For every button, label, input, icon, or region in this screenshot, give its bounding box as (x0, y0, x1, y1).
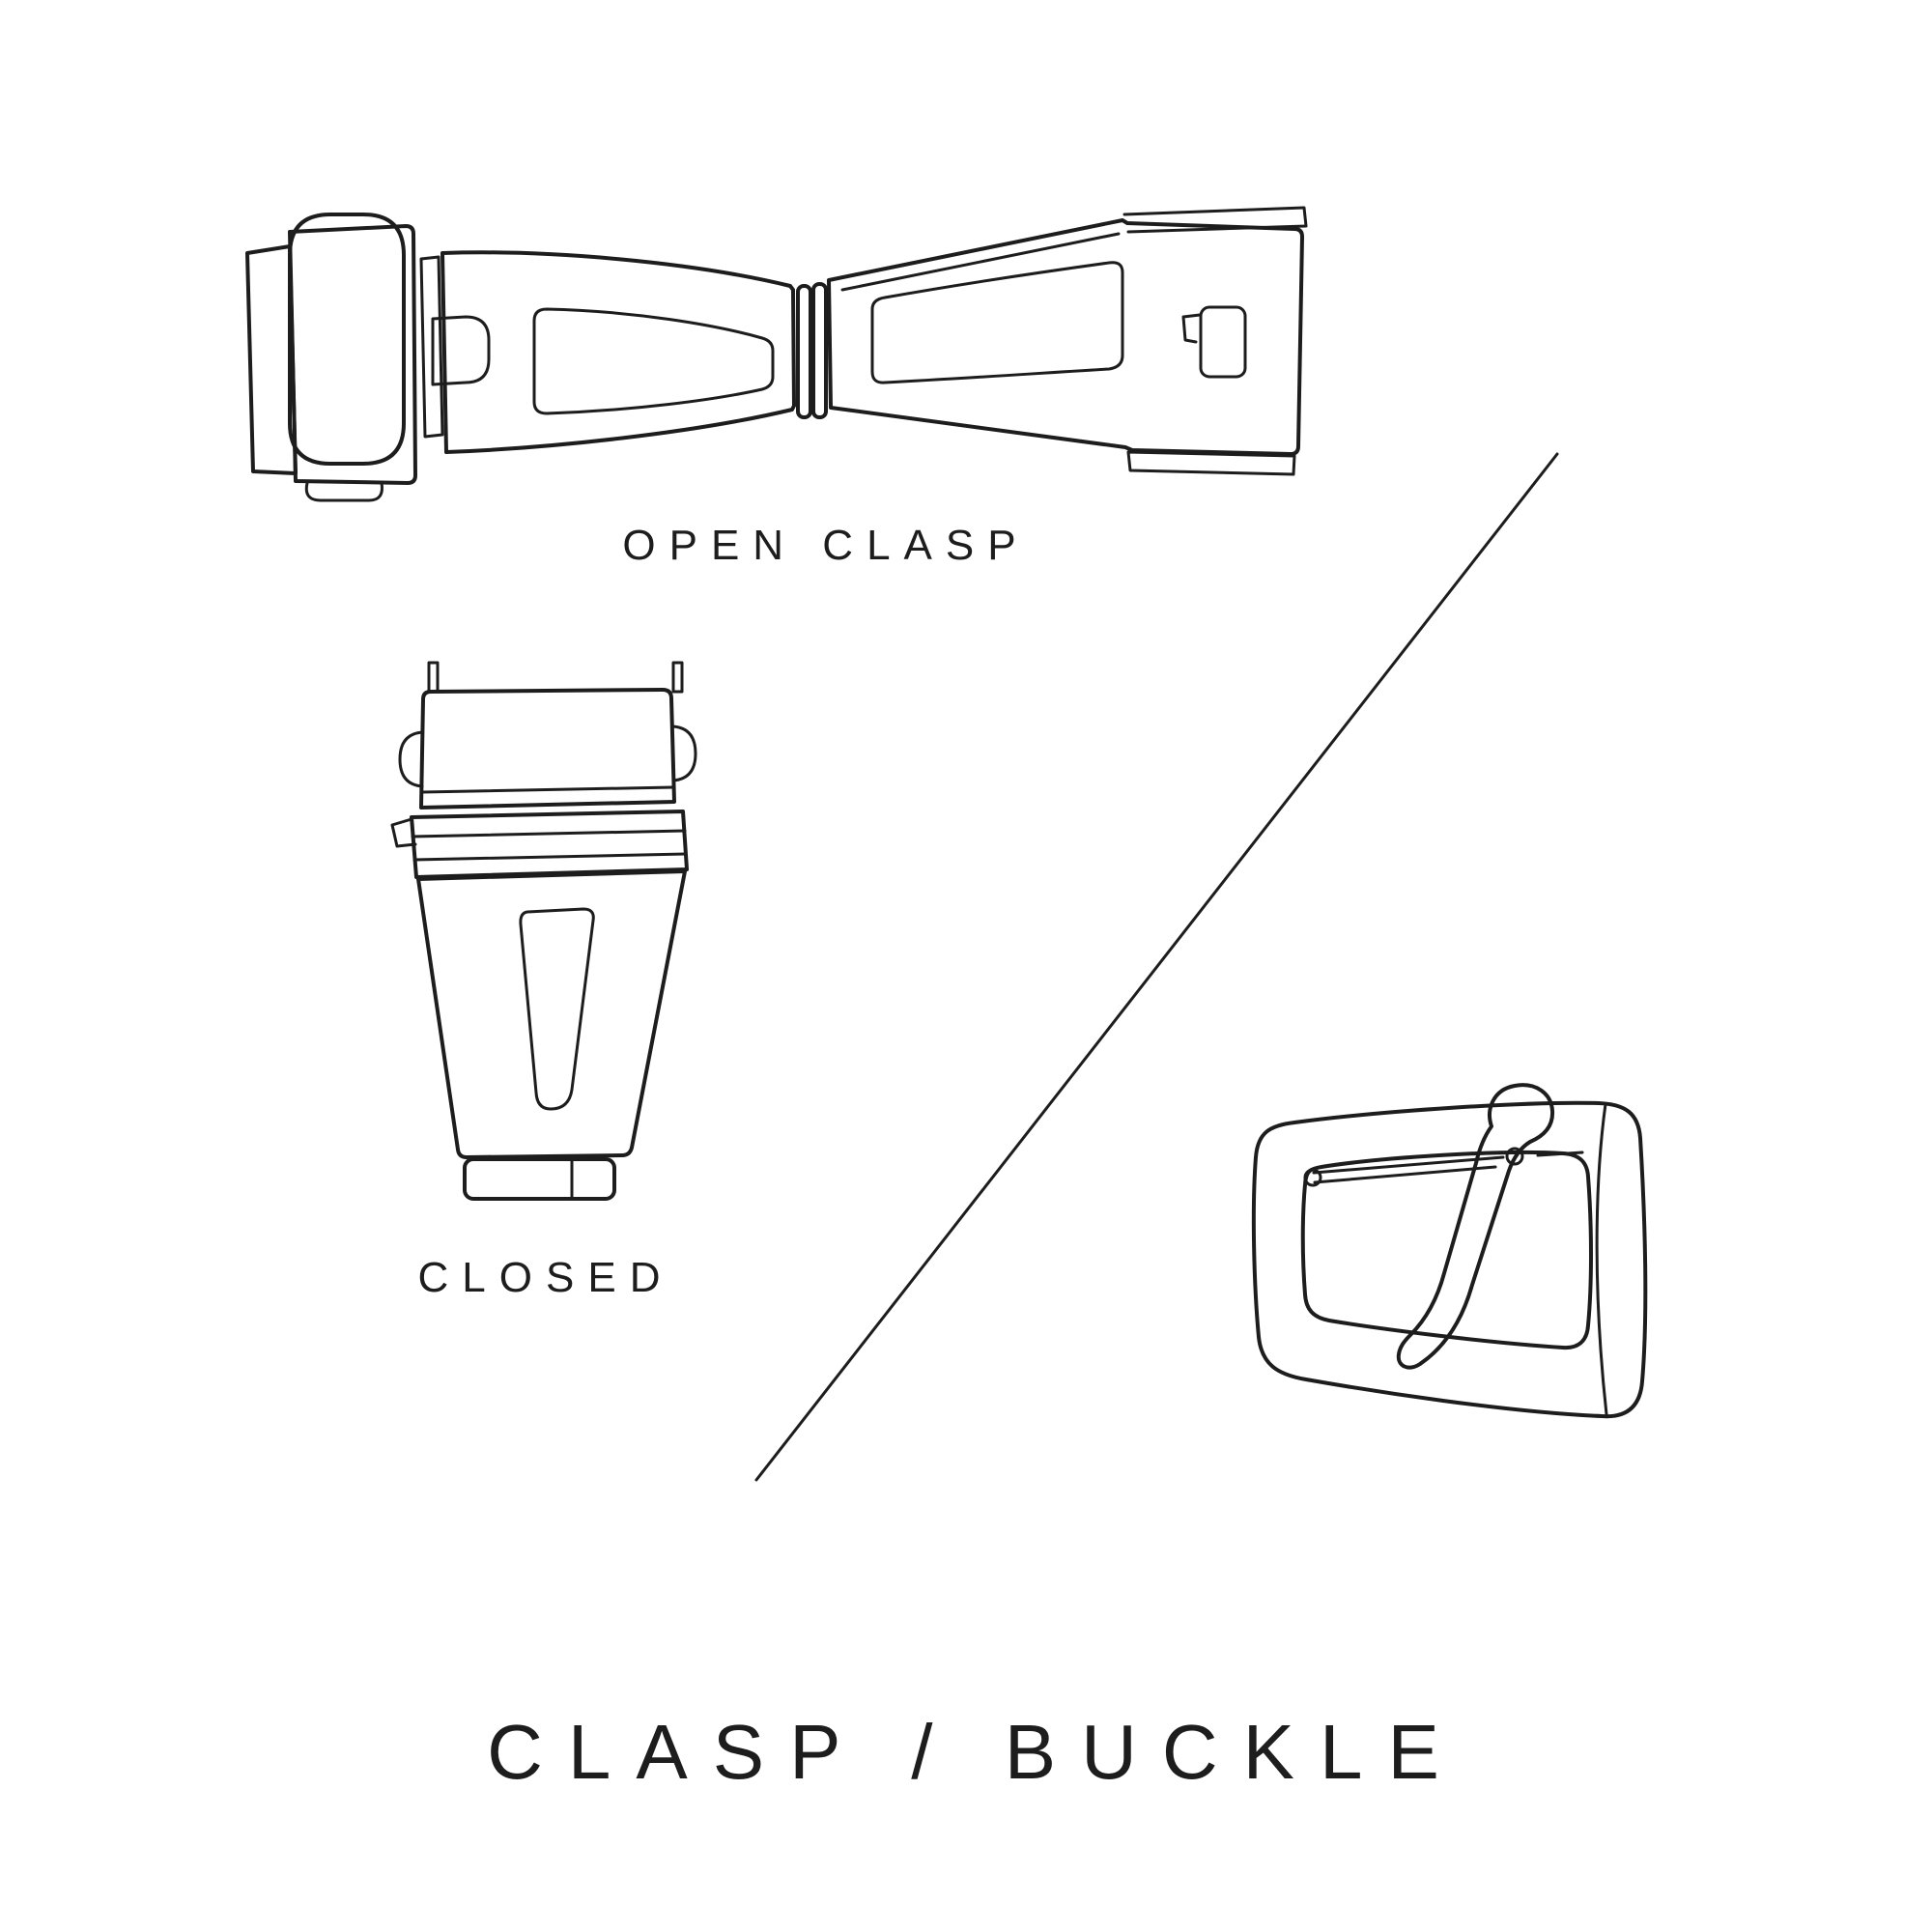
open-clasp-left-rounded-plate (288, 213, 406, 466)
closed-clasp-band-line-1 (411, 829, 687, 838)
buckle-frame-outer (1251, 1100, 1648, 1419)
open-clasp-connector-bar (419, 255, 444, 439)
buckle-prong (1396, 1083, 1555, 1370)
open-clasp-right-bottom-strip (1126, 450, 1296, 476)
buckle-spring-bar-right (1536, 1151, 1584, 1157)
closed-clasp-illustration (390, 661, 697, 1201)
closed-clasp-foot (463, 1157, 616, 1201)
buckle-prong-wrap (1505, 1147, 1524, 1166)
open-clasp-left-block (288, 224, 417, 485)
closed-clasp-prong-left (427, 661, 440, 694)
page-title: CLASP / BUCKLE (487, 1709, 1464, 1795)
open-clasp-right-arm (827, 218, 1304, 456)
open-clasp-right-top-strip (1122, 206, 1308, 234)
divider-line (754, 452, 1559, 1482)
open-clasp-left-arm (440, 250, 796, 454)
open-clasp-left-arm-cutout (532, 307, 775, 415)
buckle-illustration (1251, 1083, 1648, 1419)
open-clasp-latch-slot (1199, 305, 1247, 379)
buckle-spring-bar-tip (1303, 1168, 1322, 1187)
open-clasp-label: OPEN CLASP (622, 522, 1030, 569)
buckle-spring-bar-top (1312, 1155, 1505, 1175)
open-clasp-latch-hook (1181, 313, 1202, 344)
open-clasp-illustration (245, 206, 1308, 502)
closed-clasp-body (416, 869, 687, 1159)
open-clasp-d-notch (431, 315, 491, 386)
closed-clasp-body-slot (519, 907, 595, 1111)
open-clasp-left-bottom-tab (304, 481, 384, 502)
closed-clasp-prong-right (671, 661, 684, 694)
closed-clasp-side-tab-right (671, 724, 697, 782)
open-clasp-right-arm-lip-line (840, 232, 1121, 292)
buckle-frame-thickness-line (1595, 1102, 1608, 1416)
buckle-spring-bar-bottom (1313, 1165, 1497, 1184)
open-clasp-right-arm-cutout (870, 261, 1124, 384)
open-clasp-hinge-bar-right (811, 282, 828, 419)
open-clasp-hinge-bar-left (796, 284, 812, 419)
closed-clasp-side-tab-left (398, 730, 424, 788)
buckle-frame-inner (1300, 1150, 1593, 1350)
closed-clasp-top-block-fold-line (420, 785, 675, 794)
closed-clasp-top-block (419, 688, 676, 810)
closed-clasp-label: CLOSED (417, 1254, 674, 1301)
closed-clasp-band-left-tab (390, 817, 417, 848)
closed-clasp-band (410, 810, 689, 879)
closed-clasp-band-line-2 (412, 852, 688, 862)
